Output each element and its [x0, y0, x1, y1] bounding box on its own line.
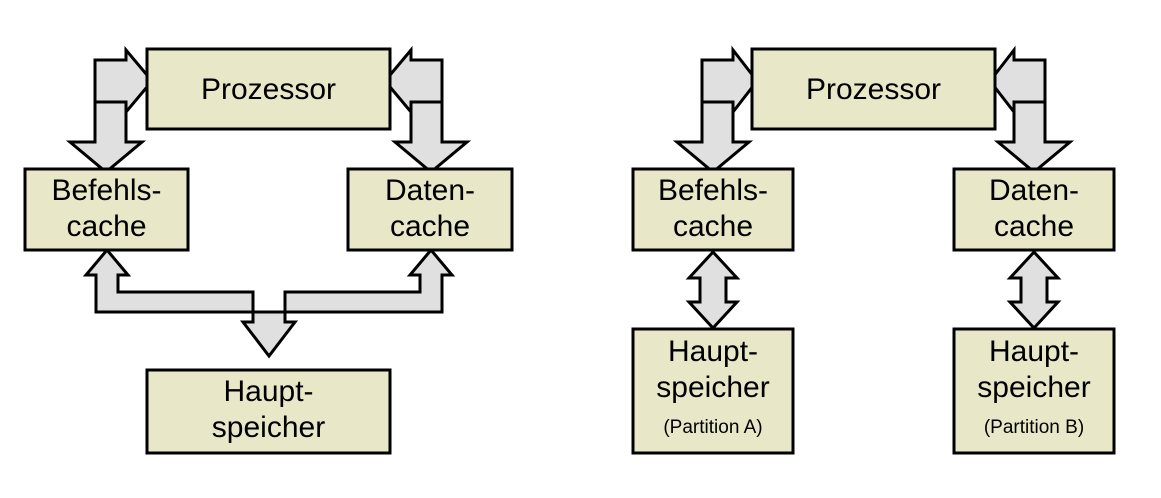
datencache-box[interactable]: Daten- cache: [952, 167, 1116, 252]
arrow-datencache-hauptspeicher-b: [1006, 249, 1062, 331]
hauptspeicher-partition-b-box-rect[interactable]: [952, 327, 1116, 455]
hauptspeicher-box[interactable]: Haupt- speicher: [145, 368, 392, 455]
hauptspeicher-box-label-line1: Haupt-: [223, 375, 313, 408]
hauptspeicher-partition-a-box[interactable]: Haupt- speicher (Partition A): [631, 327, 795, 455]
hauptspeicher-box-label-line2: speicher: [212, 411, 325, 444]
arrow-befehlscache-prozessor-head: [93, 45, 154, 117]
datencache-box-label-line1: Daten-: [989, 174, 1079, 207]
hauptspeicher-partition-a-label-line2: speicher: [656, 371, 769, 404]
befehlscache-box[interactable]: Befehls- cache: [23, 167, 190, 252]
hauptspeicher-partition-a-label-line1: Haupt-: [668, 335, 758, 368]
prozessor-box-label: Prozessor: [806, 73, 941, 106]
prozessor-box[interactable]: Prozessor: [750, 47, 997, 131]
befehlscache-box-label-line2: cache: [673, 210, 753, 243]
befehlscache-box[interactable]: Befehls- cache: [631, 167, 795, 252]
datencache-box-label-line2: cache: [390, 210, 470, 243]
datencache-box-rect[interactable]: [952, 167, 1116, 252]
prozessor-box-label: Prozessor: [201, 73, 336, 106]
hauptspeicher-partition-b-box[interactable]: Haupt- speicher (Partition B): [952, 327, 1116, 455]
befehlscache-box-label-line1: Befehls-: [51, 174, 161, 207]
hauptspeicher-partition-b-label-line1: Haupt-: [989, 335, 1079, 368]
hauptspeicher-partition-a-sublabel: (Partition A): [663, 417, 762, 438]
datencache-box-label-line1: Daten-: [385, 174, 475, 207]
befehlscache-box-label-line2: cache: [66, 210, 146, 243]
befehlscache-box-rect[interactable]: [23, 167, 190, 252]
hauptspeicher-partition-b-sublabel: (Partition B): [984, 417, 1084, 438]
prozessor-box-rect[interactable]: [750, 47, 997, 131]
befehlscache-box-label-line1: Befehls-: [658, 174, 768, 207]
arrow-befehlscache-hauptspeicher-a: [685, 249, 741, 331]
datencache-box-rect[interactable]: [346, 167, 514, 252]
hauptspeicher-partition-a-box-rect[interactable]: [631, 327, 795, 455]
arrow-datencache-prozessor-head: [988, 45, 1047, 117]
prozessor-box-rect[interactable]: [145, 47, 392, 131]
arrow-befehlscache-prozessor-head: [700, 45, 759, 117]
arrow-hauptspeicher-caches-fork: [82, 247, 456, 359]
arrow-datencache-prozessor-head: [383, 45, 444, 117]
hauptspeicher-box-rect[interactable]: [145, 368, 392, 455]
datencache-box[interactable]: Daten- cache: [346, 167, 514, 252]
prozessor-box[interactable]: Prozessor: [145, 47, 392, 131]
hauptspeicher-partition-b-label-line2: speicher: [977, 371, 1090, 404]
datencache-box-label-line2: cache: [994, 210, 1074, 243]
befehlscache-box-rect[interactable]: [631, 167, 795, 252]
